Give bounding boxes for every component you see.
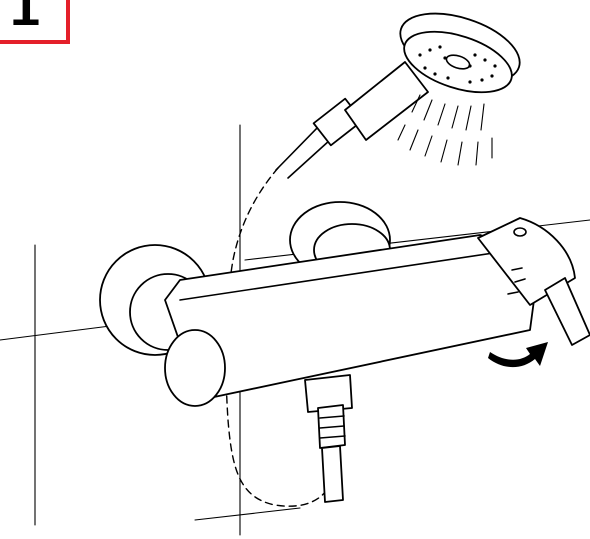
mixer-body [164, 234, 541, 407]
supply-pipe [304, 374, 353, 503]
temperature-lever [477, 217, 590, 346]
step-number: 1 [9, 0, 41, 37]
spray-nozzles [418, 45, 497, 84]
hand-shower [275, 12, 521, 179]
water-spray [397, 94, 493, 166]
shower-hose [225, 167, 336, 507]
step-badge: 1 [0, 0, 70, 44]
clockwise-arrow-icon [488, 342, 548, 368]
